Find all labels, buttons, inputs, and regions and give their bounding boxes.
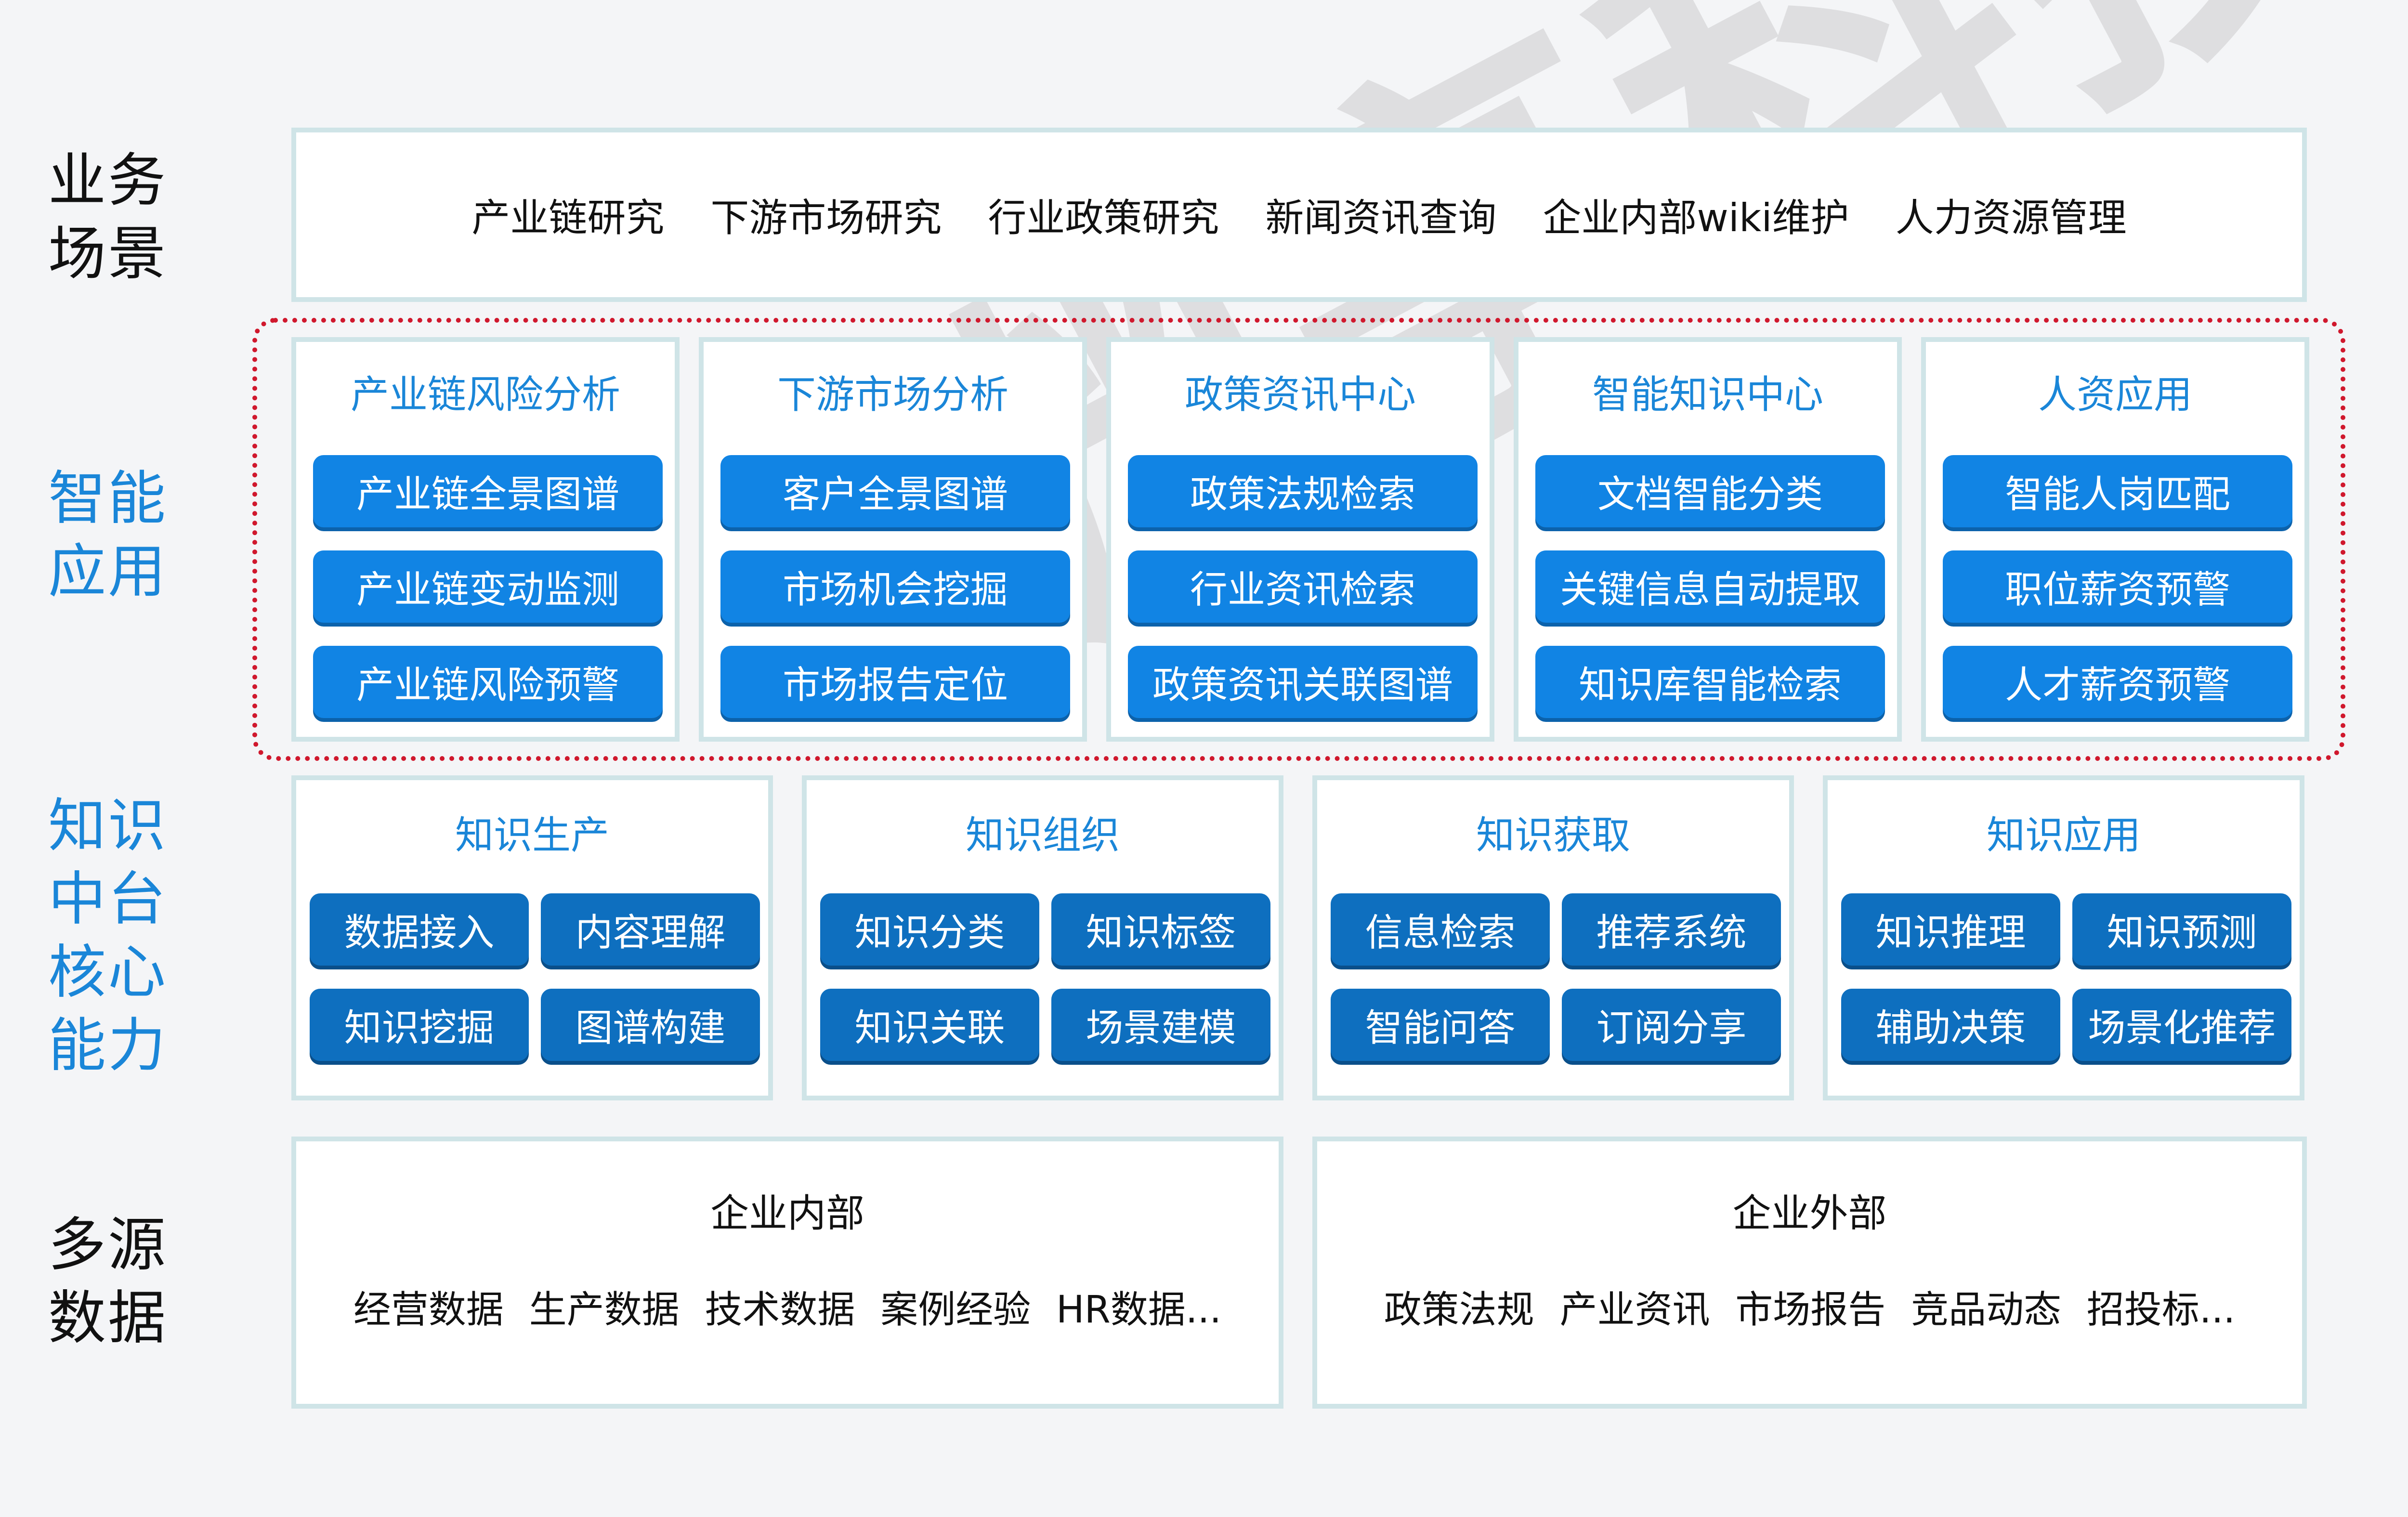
core-group-1: 知识组织 知识分类 知识标签 知识关联 场景建模 bbox=[802, 775, 1283, 1100]
capability-button[interactable]: 场景化推荐 bbox=[2072, 989, 2291, 1061]
group-title: 知识应用 bbox=[1987, 813, 2141, 858]
business-item: 企业内部wiki维护 bbox=[1543, 196, 1849, 240]
app-button[interactable]: 人才薪资预警 bbox=[1943, 646, 2292, 718]
core-group-0: 知识生产 数据接入 内容理解 知识挖掘 图谱构建 bbox=[291, 775, 773, 1100]
capability-button[interactable]: 知识标签 bbox=[1051, 893, 1270, 966]
group-title: 知识组织 bbox=[966, 813, 1120, 858]
app-button[interactable]: 政策法规检索 bbox=[1128, 455, 1478, 527]
app-button[interactable]: 职位薪资预警 bbox=[1943, 550, 2292, 623]
app-button[interactable]: 产业链风险预警 bbox=[313, 646, 663, 718]
capability-button[interactable]: 信息检索 bbox=[1331, 893, 1550, 966]
row-label-smart: 智能 应用 bbox=[48, 465, 168, 605]
data-item: 市场报告 bbox=[1735, 1288, 1886, 1332]
business-item: 产业链研究 bbox=[471, 196, 665, 240]
capability-button[interactable]: 订阅分享 bbox=[1562, 989, 1781, 1061]
app-button[interactable]: 市场报告定位 bbox=[720, 646, 1070, 718]
capability-button[interactable]: 知识挖掘 bbox=[310, 989, 529, 1061]
core-group-3: 知识应用 知识推理 知识预测 辅助决策 场景化推荐 bbox=[1823, 775, 2304, 1100]
smart-group-3: 智能知识中心 文档智能分类 关键信息自动提取 知识库智能检索 bbox=[1514, 337, 1902, 742]
app-button[interactable]: 智能人岗匹配 bbox=[1943, 455, 2292, 527]
capability-button[interactable]: 知识分类 bbox=[820, 893, 1039, 966]
business-item: 下游市场研究 bbox=[710, 196, 942, 240]
data-group-internal: 企业内部 经营数据 生产数据 技术数据 案例经验 HR数据... bbox=[291, 1137, 1283, 1409]
capability-button[interactable]: 数据接入 bbox=[310, 893, 529, 966]
data-group-title: 企业内部 bbox=[710, 1191, 864, 1236]
data-item: 招投标... bbox=[2086, 1288, 2236, 1332]
capability-button[interactable]: 图谱构建 bbox=[541, 989, 760, 1061]
capability-button[interactable]: 推荐系统 bbox=[1562, 893, 1781, 966]
capability-button[interactable]: 知识推理 bbox=[1841, 893, 2060, 966]
data-item: 技术数据 bbox=[705, 1288, 855, 1332]
data-item: 生产数据 bbox=[529, 1288, 680, 1332]
data-item: 案例经验 bbox=[880, 1288, 1031, 1332]
row-label-business: 业务 场景 bbox=[48, 147, 168, 288]
app-button[interactable]: 客户全景图谱 bbox=[720, 455, 1070, 527]
app-button[interactable]: 产业链全景图谱 bbox=[313, 455, 663, 527]
data-group-title: 企业外部 bbox=[1732, 1191, 1887, 1236]
capability-button[interactable]: 知识预测 bbox=[2072, 893, 2291, 966]
group-title: 产业链风险分析 bbox=[351, 372, 620, 417]
capability-button[interactable]: 智能问答 bbox=[1331, 989, 1550, 1061]
capability-button[interactable]: 知识关联 bbox=[820, 989, 1039, 1061]
core-group-2: 知识获取 信息检索 推荐系统 智能问答 订阅分享 bbox=[1312, 775, 1794, 1100]
group-title: 人资应用 bbox=[2038, 372, 2192, 417]
data-item: 竞品动态 bbox=[1911, 1288, 2062, 1332]
data-item: 产业资讯 bbox=[1559, 1288, 1710, 1332]
capability-button[interactable]: 辅助决策 bbox=[1841, 989, 2060, 1061]
app-button[interactable]: 知识库智能检索 bbox=[1535, 646, 1885, 718]
group-title: 知识生产 bbox=[455, 813, 609, 858]
data-item: 政策法规 bbox=[1384, 1288, 1534, 1332]
data-item: HR数据... bbox=[1056, 1288, 1222, 1332]
smart-group-2: 政策资讯中心 政策法规检索 行业资讯检索 政策资讯关联图谱 bbox=[1106, 337, 1494, 742]
data-item: 经营数据 bbox=[353, 1288, 504, 1332]
data-items: 政策法规 产业资讯 市场报告 竞品动态 招投标... bbox=[1317, 1286, 2302, 1334]
app-button[interactable]: 行业资讯检索 bbox=[1128, 550, 1478, 623]
business-item: 新闻资讯查询 bbox=[1265, 196, 1497, 240]
row-label-data: 多源 数据 bbox=[48, 1212, 168, 1352]
app-button[interactable]: 关键信息自动提取 bbox=[1535, 550, 1885, 623]
capability-button[interactable]: 内容理解 bbox=[541, 893, 760, 966]
business-item: 人力资源管理 bbox=[1895, 196, 2127, 240]
group-title: 政策资讯中心 bbox=[1185, 372, 1416, 417]
group-title: 知识获取 bbox=[1476, 813, 1630, 858]
group-title: 下游市场分析 bbox=[777, 372, 1008, 417]
app-button[interactable]: 市场机会挖掘 bbox=[720, 550, 1070, 623]
data-group-external: 企业外部 政策法规 产业资讯 市场报告 竞品动态 招投标... bbox=[1312, 1137, 2307, 1409]
app-button[interactable]: 产业链变动监测 bbox=[313, 550, 663, 623]
app-button[interactable]: 政策资讯关联图谱 bbox=[1128, 646, 1478, 718]
row-label-core: 知识 中台 核心 能力 bbox=[48, 793, 168, 1079]
group-title: 智能知识中心 bbox=[1592, 372, 1823, 417]
smart-group-1: 下游市场分析 客户全景图谱 市场机会挖掘 市场报告定位 bbox=[699, 337, 1087, 742]
smart-group-0: 产业链风险分析 产业链全景图谱 产业链变动监测 产业链风险预警 bbox=[291, 337, 680, 742]
smart-apps-highlight bbox=[252, 318, 2345, 761]
capability-button[interactable]: 场景建模 bbox=[1051, 989, 1270, 1061]
business-items: 产业链研究 下游市场研究 行业政策研究 新闻资讯查询 企业内部wiki维护 人力… bbox=[296, 132, 2302, 297]
business-item: 行业政策研究 bbox=[988, 196, 1219, 240]
business-scenarios-box: 产业链研究 下游市场研究 行业政策研究 新闻资讯查询 企业内部wiki维护 人力… bbox=[291, 128, 2307, 302]
app-button[interactable]: 文档智能分类 bbox=[1535, 455, 1885, 527]
smart-group-4: 人资应用 智能人岗匹配 职位薪资预警 人才薪资预警 bbox=[1921, 337, 2309, 742]
data-items: 经营数据 生产数据 技术数据 案例经验 HR数据... bbox=[296, 1286, 1279, 1334]
